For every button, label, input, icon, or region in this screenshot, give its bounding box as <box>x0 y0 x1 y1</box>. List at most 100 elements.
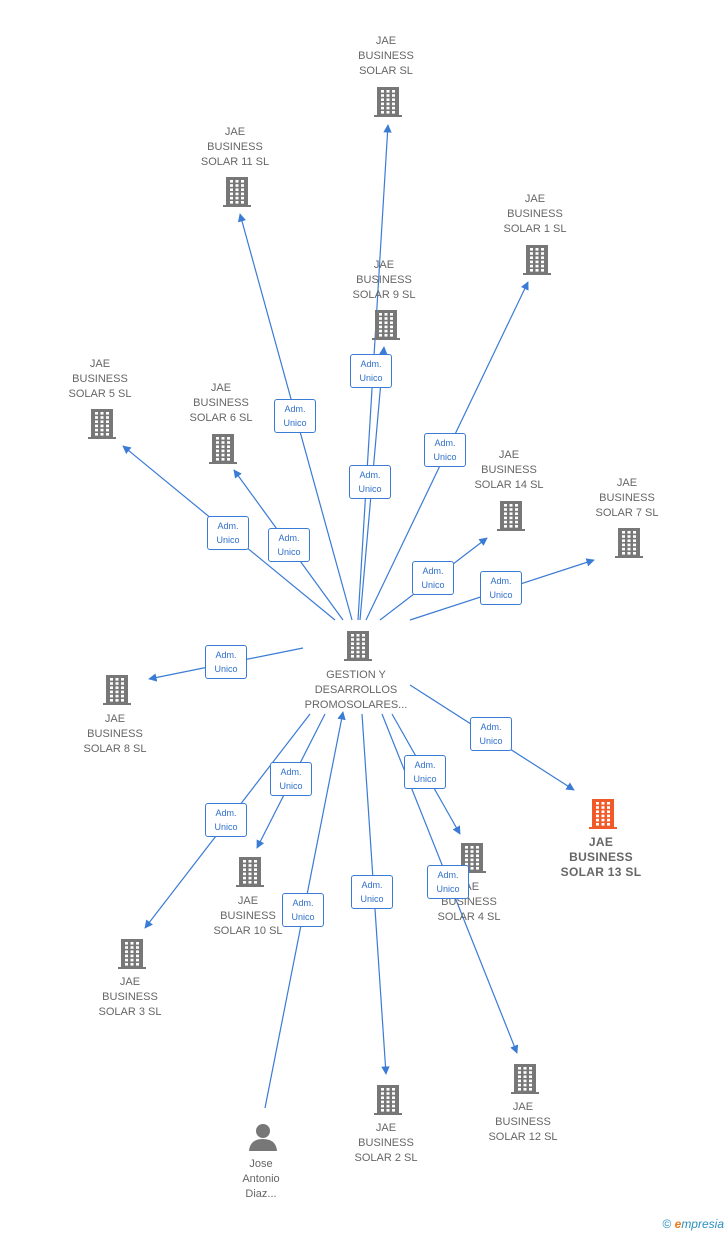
building-window <box>95 424 98 428</box>
building-window <box>390 321 393 324</box>
edge-label-solar13[interactable]: Adm.Unico <box>470 717 512 751</box>
node-solar1-building-icon[interactable] <box>523 245 551 275</box>
building-window <box>106 428 109 432</box>
building-window <box>362 655 365 658</box>
edge-label-person[interactable]: Adm.Unico <box>282 893 324 927</box>
building-window <box>381 106 384 110</box>
node-label-line: SOLAR SL <box>359 65 413 77</box>
node-solar8-building-icon[interactable] <box>103 675 131 705</box>
edge-label-solar3[interactable]: Adm.Unico <box>205 803 247 837</box>
building-window <box>230 184 233 187</box>
building-window <box>110 690 113 694</box>
building-window <box>115 686 119 689</box>
node-solar9-building-icon[interactable] <box>372 310 400 340</box>
edge-label-line: Adm. <box>359 470 381 480</box>
building-window <box>241 180 244 183</box>
building-window <box>515 520 518 524</box>
node-label-line: SOLAR 2 SL <box>354 1152 418 1164</box>
edge-label-solar8[interactable]: Adm.Unico <box>205 645 247 679</box>
building-window <box>601 806 605 809</box>
building-window <box>136 958 139 962</box>
edge-label-solar4[interactable]: Adm.Unico <box>404 755 446 789</box>
building-window <box>518 1088 521 1091</box>
node-solar12-building-icon[interactable] <box>511 1064 539 1094</box>
building-window <box>125 954 128 958</box>
building-window <box>136 942 139 945</box>
edge-label-solar10[interactable]: Adm.Unico <box>270 762 312 796</box>
edge-label-line: Unico <box>421 580 445 590</box>
building-window <box>622 543 625 547</box>
building-window <box>243 864 246 867</box>
building-window <box>392 90 395 93</box>
brand-logo[interactable]: empresia <box>674 1217 724 1231</box>
node-solar2-building-icon[interactable] <box>374 1085 402 1115</box>
building-window <box>622 531 625 534</box>
building-window <box>465 846 468 849</box>
building-base <box>523 273 551 275</box>
node-solar6-building-icon[interactable] <box>209 434 237 464</box>
node-solar14-building-icon[interactable] <box>497 501 525 531</box>
building-window <box>596 818 599 822</box>
node-solar10-building-icon[interactable] <box>236 857 264 887</box>
building-window <box>390 334 393 337</box>
edge-label-solar1[interactable]: Adm.Unico <box>424 433 466 467</box>
edge-label-line: Adm. <box>292 898 314 908</box>
building-window <box>384 321 388 324</box>
building-window <box>470 867 474 870</box>
edge-label-solar2[interactable]: Adm.Unico <box>351 875 393 909</box>
node-solar3-building-icon[interactable] <box>118 939 146 969</box>
building-window <box>121 694 124 698</box>
building-window <box>504 516 507 520</box>
building-window <box>221 441 225 444</box>
edge-label-solar14[interactable]: Adm.Unico <box>412 561 454 595</box>
node-solar5-building-icon[interactable] <box>88 409 116 439</box>
building-window <box>601 810 605 813</box>
edge-label-solar7[interactable]: Adm.Unico <box>480 571 522 605</box>
building-window <box>216 458 219 461</box>
edge-label-solar9[interactable]: Adm.Unico <box>350 354 392 388</box>
edge-label-line: Unico <box>436 884 460 894</box>
footer-credit: © empresia <box>662 1217 724 1231</box>
building-window <box>362 646 365 650</box>
building-window <box>241 201 244 204</box>
building-window <box>529 1075 532 1078</box>
hub-gestion-building-icon[interactable] <box>344 631 372 661</box>
building-window <box>627 547 631 551</box>
edge-label-solar[interactable]: Adm.Unico <box>349 465 391 499</box>
node-person-person-icon[interactable] <box>249 1124 277 1151</box>
edge-label-solar6[interactable]: Adm.Unico <box>268 528 310 562</box>
building-window <box>530 252 533 255</box>
building-window <box>381 1100 384 1104</box>
node-solar13-building-icon[interactable] <box>589 799 617 829</box>
node-solar7-building-icon[interactable] <box>615 528 643 558</box>
building-window <box>227 458 230 461</box>
building-window <box>509 525 513 528</box>
building-window <box>248 868 252 871</box>
edge-label-solar5[interactable]: Adm.Unico <box>207 516 249 550</box>
node-label-line: JAE <box>104 713 126 725</box>
edge-label-solar11[interactable]: Adm.Unico <box>274 399 316 433</box>
node-solar-building-icon[interactable] <box>374 87 402 117</box>
building-window <box>515 508 518 511</box>
building-window <box>622 535 625 538</box>
building-window <box>362 642 365 645</box>
node-solar11-building-icon[interactable] <box>223 177 251 207</box>
edge-label-solar12[interactable]: Adm.Unico <box>427 865 469 899</box>
